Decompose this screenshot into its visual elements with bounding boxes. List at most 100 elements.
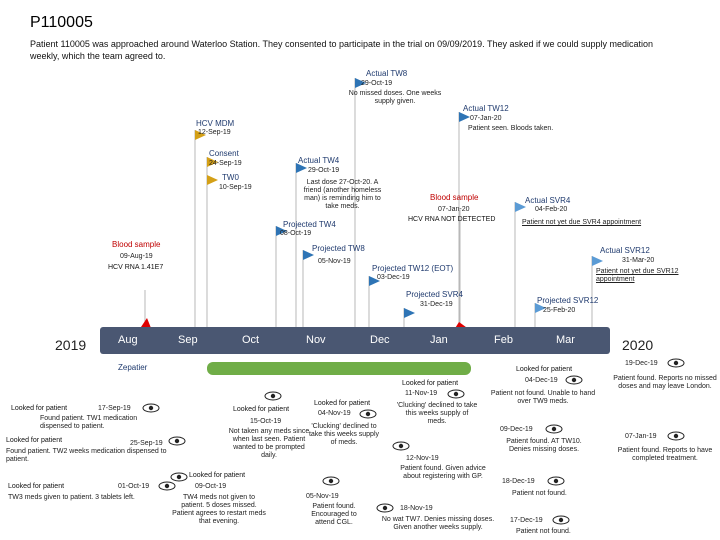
blood-sample-1-label: Blood sample bbox=[112, 240, 161, 249]
eye-icon bbox=[447, 389, 465, 399]
looked-l3-date: 01-Oct-19 bbox=[118, 483, 150, 490]
looked-l9-date: 12-Nov-19 bbox=[406, 455, 439, 462]
intro-text: Patient 110005 was approached around Wat… bbox=[30, 39, 654, 61]
looked-l9-note: Patient found. Given advice about regist… bbox=[400, 465, 486, 480]
looked-l5-date: 09-Oct-19 bbox=[195, 483, 227, 490]
looked-l4-date: 15-Oct-19 bbox=[250, 418, 282, 425]
actual-svr4-date: 04-Feb-20 bbox=[535, 206, 568, 213]
eye-icon bbox=[667, 431, 685, 441]
looked-l8-note: 'Clucking' declined to take this weeks s… bbox=[396, 402, 478, 425]
looked-l15-date: 19-Dec-19 bbox=[625, 360, 658, 367]
looked-l3-note: TW3 meds given to patient. 3 tablets lef… bbox=[8, 494, 135, 501]
actual-svr4-note: Patient not yet due SVR4 appointment bbox=[522, 219, 642, 226]
projected-tw8-date: 05-Nov-19 bbox=[318, 258, 351, 265]
looked-l7-date: 05-Nov-19 bbox=[306, 493, 339, 500]
hcv-mdm-label: HCV MDM bbox=[196, 119, 235, 128]
looked-l16-date: 07-Jan-19 bbox=[625, 433, 657, 440]
looked-l16-note: Patient found. Reports to have completed… bbox=[617, 447, 713, 462]
looked-l11-note: Patient not found. Unable to hand over T… bbox=[490, 390, 596, 405]
looked-l2-heading: Looked for patient bbox=[6, 437, 63, 444]
projected-tw8-label: Projected TW8 bbox=[312, 244, 365, 253]
eye-icon bbox=[170, 472, 188, 482]
eye-icon bbox=[547, 476, 565, 486]
projected-svr12-date: 25-Feb-20 bbox=[543, 307, 576, 314]
projected-tw12-label: Projected TW12 (EOT) bbox=[372, 264, 454, 273]
looked-l10-date: 18-Nov-19 bbox=[400, 505, 433, 512]
eye-icon bbox=[545, 424, 563, 434]
projected-svr12-label: Projected SVR12 bbox=[537, 296, 599, 305]
looked-l10-note: No wat TW7. Denies missing doses. Given … bbox=[381, 516, 495, 531]
year-start-label: 2019 bbox=[55, 337, 87, 353]
actual-tw4-label: Actual TW4 bbox=[298, 156, 340, 165]
blood-sample-2-result: HCV RNA NOT DETECTED bbox=[408, 216, 496, 223]
looked-l14-note: Patient not found. bbox=[516, 528, 571, 535]
month-dec: Dec bbox=[370, 334, 390, 346]
eye-icon bbox=[552, 515, 570, 525]
month-oct: Oct bbox=[242, 334, 260, 346]
looked-l5-heading: Looked for patient bbox=[189, 472, 246, 479]
projected-svr4-label: Projected SVR4 bbox=[406, 290, 463, 299]
zepatier-label: Zepatier bbox=[118, 363, 148, 372]
looked-l5-note: TW4 meds not given to patient. 5 doses m… bbox=[172, 494, 266, 525]
actual-svr12-label: Actual SVR12 bbox=[600, 246, 650, 255]
zepatier-treatment-band bbox=[207, 362, 471, 375]
looked-l11-heading: Looked for patient bbox=[516, 366, 573, 373]
projected-tw4-date: 08-Oct-19 bbox=[280, 230, 312, 237]
actual-tw4-note: Last dose 27-Oct-20. A friend (another h… bbox=[303, 179, 382, 210]
projected-svr4-date: 31-Dec-19 bbox=[420, 301, 453, 308]
eye-icon bbox=[376, 503, 394, 513]
looked-l11-date: 04-Dec-19 bbox=[525, 377, 558, 384]
actual-svr4-label: Actual SVR4 bbox=[525, 196, 571, 205]
month-sep: Sep bbox=[178, 334, 198, 346]
actual-tw8-label: Actual TW8 bbox=[366, 69, 408, 78]
month-jan: Jan bbox=[430, 334, 448, 346]
month-mar: Mar bbox=[556, 334, 575, 346]
actual-tw12-date: 07-Jan-20 bbox=[470, 115, 502, 122]
tw0-label: TW0 bbox=[222, 173, 239, 182]
eye-icon bbox=[264, 391, 282, 401]
actual-tw12-note: Patient seen. Bloods taken. bbox=[468, 125, 554, 132]
actual-svr12-note: Patient not yet due SVR12 appointment bbox=[596, 268, 679, 283]
looked-l7-note: Patient found. Encouraged to attend CGL. bbox=[311, 503, 357, 526]
looked-l3-heading: Looked for patient bbox=[8, 483, 65, 490]
eye-icon bbox=[359, 409, 377, 419]
page-title: P110005 bbox=[30, 14, 93, 31]
blood-sample-2-date: 07-Jan-20 bbox=[438, 206, 470, 213]
looked-l1-heading: Looked for patient bbox=[11, 405, 68, 412]
blood-sample-1-result: HCV RNA 1.41E7 bbox=[108, 264, 164, 271]
looked-l1-note: Found patient. TW1 medication dispensed … bbox=[40, 415, 138, 430]
month-aug: Aug bbox=[118, 334, 138, 346]
actual-tw8-date: 29-Oct-19 bbox=[361, 80, 393, 87]
looked-l8-heading: Looked for patient bbox=[402, 380, 459, 387]
projected-tw12-date: 03-Dec-19 bbox=[377, 274, 410, 281]
eye-icon bbox=[142, 403, 160, 413]
looked-l1-date: 17-Sep-19 bbox=[98, 405, 131, 412]
looked-l13-note: Patient not found. bbox=[512, 490, 567, 497]
looked-l6-note: 'Clucking' declined to take this weeks s… bbox=[308, 423, 380, 446]
looked-l4-note: Not taken any meds since when last seen.… bbox=[228, 428, 310, 459]
tw0-date: 10-Sep-19 bbox=[219, 184, 252, 191]
looked-l6-date: 04-Nov-19 bbox=[318, 410, 351, 417]
eye-icon bbox=[667, 358, 685, 368]
projected-tw4-label: Projected TW4 bbox=[283, 220, 336, 229]
looked-l14-date: 17-Dec-19 bbox=[510, 517, 543, 524]
year-end-label: 2020 bbox=[622, 337, 654, 353]
looked-l4-heading: Looked for patient bbox=[233, 406, 290, 413]
looked-l6-heading: Looked for patient bbox=[314, 400, 371, 407]
actual-tw8-note: No missed doses. One weeks supply given. bbox=[348, 90, 442, 105]
month-feb: Feb bbox=[494, 334, 513, 346]
actual-svr12-date: 31-Mar-20 bbox=[622, 257, 655, 264]
eye-icon bbox=[158, 481, 176, 491]
looked-l8-date: 11-Nov-19 bbox=[405, 390, 438, 397]
looked-l2-date: 25-Sep-19 bbox=[130, 440, 163, 447]
eye-icon bbox=[322, 476, 340, 486]
looked-l12-date: 09-Dec-19 bbox=[500, 426, 533, 433]
actual-tw4-date: 29-Oct-19 bbox=[308, 167, 340, 174]
looked-l15-note: Patient found. Reports no missed doses a… bbox=[613, 375, 717, 390]
timeline-bar bbox=[100, 327, 610, 354]
eye-icon bbox=[168, 436, 186, 446]
month-nov: Nov bbox=[306, 334, 326, 346]
consent-label: Consent bbox=[209, 149, 239, 158]
blood-sample-1-date: 09-Aug-19 bbox=[120, 253, 153, 260]
hcv-mdm-date: 12-Sep-19 bbox=[198, 129, 231, 136]
